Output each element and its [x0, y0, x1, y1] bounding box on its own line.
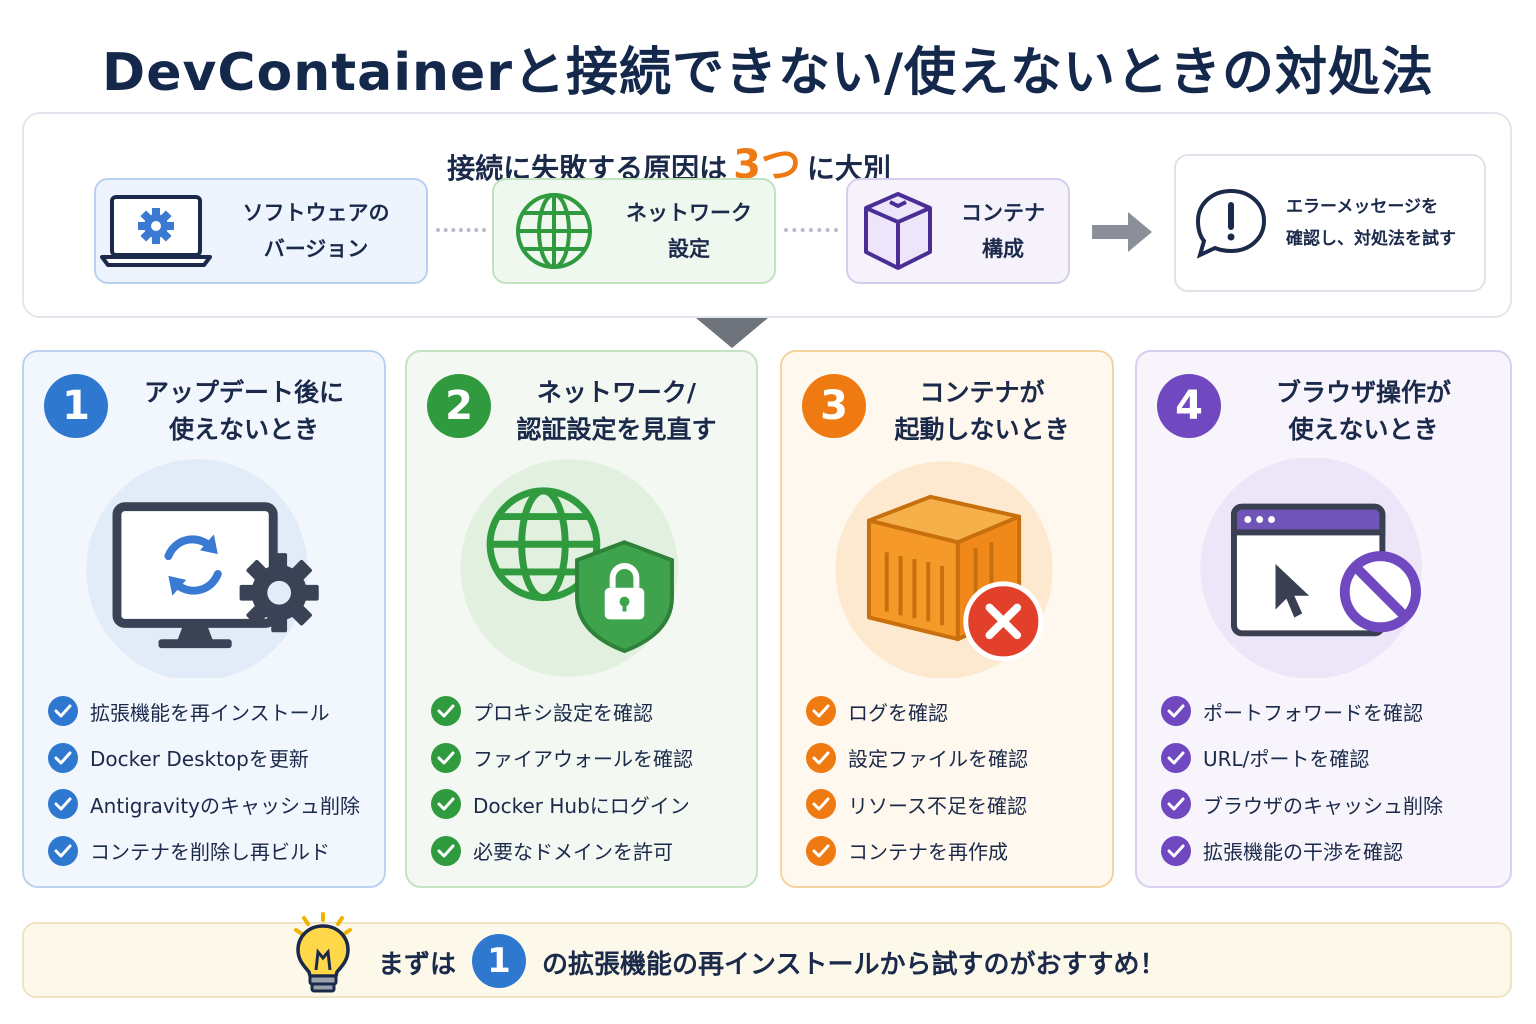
check-icon: [1161, 835, 1191, 866]
card-number-badge: 1: [44, 374, 108, 438]
check-item: 拡張機能の干渉を確認: [1161, 828, 1504, 875]
check-item: URL/ポートを確認: [1161, 735, 1504, 782]
cause-label: ネットワーク 設定: [626, 201, 752, 261]
check-list: 拡張機能を再インストール Docker Desktopを更新 Antigravi…: [48, 688, 378, 874]
card-number-badge: 2: [427, 374, 491, 438]
check-icon: [431, 789, 461, 820]
dotted-connector: [784, 228, 838, 232]
tip-text-post: の拡張機能の再インストールから試すのがおすすめ！: [542, 950, 1166, 980]
cause-label: ソフトウェアの バージョン: [242, 201, 390, 261]
check-item: ログを確認: [806, 688, 1106, 735]
tip-banner: まずは 1 の拡張機能の再インストールから試すのがおすすめ！: [22, 912, 1512, 998]
check-list: ログを確認 設定ファイルを確認 リソース不足を確認 コンテナを再作成: [806, 688, 1106, 874]
cause-label: コンテナ 構成: [961, 201, 1045, 261]
check-icon: [48, 742, 78, 773]
check-label: Docker Desktopを更新: [90, 747, 309, 772]
check-icon: [431, 835, 461, 866]
check-icon: [1161, 696, 1191, 727]
check-list: ポートフォワードを確認 URL/ポートを確認 ブラウザのキャッシュ削除 拡張機能…: [1161, 688, 1504, 874]
card-after-update: 1 アップデート後に 使えないとき 拡張機能を再インストール Docker De…: [22, 350, 386, 888]
check-icon: [806, 835, 836, 866]
check-label: プロキシ設定を確認: [473, 700, 653, 725]
check-label: 必要なドメインを許可: [473, 840, 673, 865]
card-number-badge: 3: [802, 374, 866, 438]
check-icon: [431, 696, 461, 727]
down-triangle-icon: [696, 318, 768, 352]
check-item: コンテナを再作成: [806, 828, 1106, 875]
check-item: 必要なドメインを許可: [431, 828, 750, 875]
check-item: ファイアウォールを確認: [431, 735, 750, 782]
check-icon: [806, 789, 836, 820]
cause-container-config: コンテナ 構成: [846, 178, 1070, 284]
dotted-connector: [436, 228, 486, 232]
check-item: Docker Desktopを更新: [48, 735, 378, 782]
card-container-not-starting: 3 コンテナが 起動しないとき ログを確認 設定ファイルを確認 リソース不足を確…: [780, 350, 1114, 888]
browser-blocked-icon: [1200, 458, 1422, 678]
check-label: ブラウザのキャッシュ削除: [1203, 793, 1443, 818]
check-label: Docker Hubにログイン: [473, 793, 690, 818]
arrow-right-icon: [1092, 210, 1154, 258]
check-item: 設定ファイルを確認: [806, 735, 1106, 782]
check-item: ブラウザのキャッシュ削除: [1161, 781, 1504, 828]
check-item: コンテナを削除し再ビルド: [48, 828, 378, 875]
check-icon: [48, 835, 78, 866]
check-item: リソース不足を確認: [806, 781, 1106, 828]
check-label: URL/ポートを確認: [1203, 747, 1370, 772]
check-list: プロキシ設定を確認 ファイアウォールを確認 Docker Hubにログイン 必要…: [431, 688, 750, 874]
check-label: 拡張機能を再インストール: [90, 700, 330, 725]
cause-network-settings: ネットワーク 設定: [492, 178, 776, 284]
check-icon: [431, 742, 461, 773]
check-item: プロキシ設定を確認: [431, 688, 750, 735]
tip-text-pre: まずは: [378, 950, 457, 980]
error-box-label: エラーメッセージを 確認し、対処法を試す: [1286, 197, 1456, 249]
globe-icon: [494, 180, 614, 282]
check-label: リソース不足を確認: [848, 793, 1027, 818]
check-label: Antigravityのキャッシュ削除: [90, 793, 360, 818]
check-item: Docker Hubにログイン: [431, 781, 750, 828]
check-label: 設定ファイルを確認: [848, 747, 1028, 772]
check-item: 拡張機能を再インストール: [48, 688, 378, 735]
tip-number-badge: 1: [472, 934, 526, 988]
card-title: コンテナが 起動しないとき: [894, 378, 1070, 444]
check-icon: [48, 789, 78, 820]
card-network-auth: 2 ネットワーク/ 認証設定を見直す プロキシ設定を確認 ファイアウォールを確認…: [405, 350, 758, 888]
check-label: コンテナを削除し再ビルド: [90, 840, 330, 865]
cube-icon: [848, 180, 948, 282]
check-label: 拡張機能の干渉を確認: [1203, 840, 1403, 865]
lightbulb-icon: [290, 912, 356, 1002]
check-label: コンテナを再作成: [848, 840, 1008, 865]
container-error-icon: [835, 461, 1053, 678]
page-title: DevContainerと接続できない/使えないときの対処法: [102, 43, 1434, 103]
check-label: ファイアウォールを確認: [473, 747, 693, 772]
card-title: ブラウザ操作が 使えないとき: [1275, 378, 1451, 444]
check-label: ログを確認: [848, 700, 948, 725]
check-icon: [806, 742, 836, 773]
globe-shield-lock-icon: [460, 459, 678, 677]
card-title: アップデート後に 使えないとき: [143, 378, 344, 444]
card-number-badge: 4: [1157, 374, 1221, 438]
alert-bubble-icon: [1176, 185, 1286, 261]
check-item: ポートフォワードを確認: [1161, 688, 1504, 735]
cause-software-version: ソフトウェアの バージョン: [94, 178, 428, 284]
laptop-gear-icon: [96, 180, 216, 282]
check-icon: [48, 696, 78, 727]
check-icon: [1161, 742, 1191, 773]
check-item: Antigravityのキャッシュ削除: [48, 781, 378, 828]
check-icon: [806, 696, 836, 727]
error-message-box: エラーメッセージを 確認し、対処法を試す: [1174, 154, 1486, 292]
check-icon: [1161, 789, 1191, 820]
card-browser-ops: 4 ブラウザ操作が 使えないとき ポートフォワードを確認 URL/ポートを確認 …: [1135, 350, 1512, 888]
monitor-refresh-gear-icon: [86, 459, 319, 678]
check-label: ポートフォワードを確認: [1203, 700, 1423, 725]
card-title: ネットワーク/ 認証設定を見直す: [516, 378, 717, 444]
